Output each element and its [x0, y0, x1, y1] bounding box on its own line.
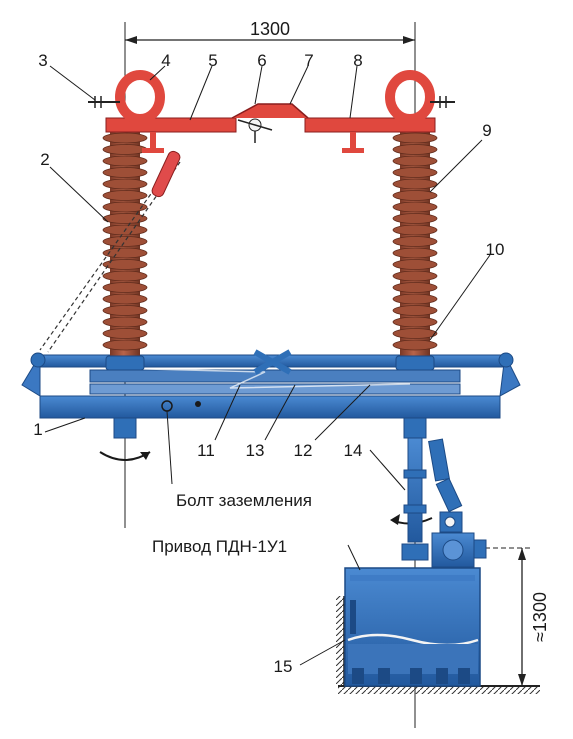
callout-12: 12 — [294, 441, 313, 460]
insulator-left — [102, 125, 148, 360]
grounding-blade — [39, 150, 181, 353]
callout-14: 14 — [344, 441, 363, 460]
insulator-right-shed — [392, 236, 438, 247]
insulator-right-shed — [392, 316, 438, 328]
callout-13: 13 — [246, 441, 265, 460]
callout-7: 7 — [304, 51, 313, 70]
rotation-arrow-left — [99, 451, 151, 461]
insulator-left-shed — [102, 247, 148, 259]
insulator-left-shed — [102, 282, 148, 293]
insulator-right-shed — [392, 167, 438, 178]
leader-lines — [44, 65, 491, 666]
insulator-right-shed — [392, 144, 438, 155]
insulator-left-shed — [102, 167, 148, 178]
insulator-right-shed — [392, 224, 438, 236]
insulator-right-shed — [392, 132, 438, 144]
dimension-top-label: 1300 — [250, 19, 290, 39]
callout-2: 2 — [40, 150, 49, 169]
insulator-left-shed — [102, 155, 148, 167]
right-dimension — [518, 548, 526, 686]
insulator-right-shed — [392, 201, 438, 213]
insulator-left-shed — [102, 293, 148, 305]
callout-4: 4 — [161, 51, 170, 70]
insulator-right-shed — [392, 282, 438, 293]
callout-15: 15 — [274, 657, 293, 676]
labels: 1300 ≈1300 1 2 3 4 5 6 7 8 9 10 11 13 12… — [33, 19, 550, 676]
insulator-right-shed — [392, 178, 438, 190]
callout-11: 11 — [197, 441, 215, 460]
callout-9: 9 — [482, 121, 491, 140]
drive-box — [344, 567, 481, 687]
insulator-left-shed — [102, 144, 148, 155]
drive-label: Привод ПДН-1У1 — [152, 537, 287, 556]
top-dimension — [125, 36, 415, 44]
callout-5: 5 — [208, 51, 217, 70]
insulator-right-shed — [392, 190, 438, 201]
insulator-left-shed — [102, 213, 148, 224]
insulator-right-shed — [392, 247, 438, 259]
insulator-right-shed — [392, 213, 438, 224]
insulator-left-shed — [102, 305, 148, 316]
insulator-left-shed — [102, 270, 148, 282]
callout-1: 1 — [33, 420, 42, 439]
callout-10: 10 — [486, 240, 505, 259]
insulator-right-shed — [392, 305, 438, 316]
dimension-right-label: ≈1300 — [530, 592, 550, 642]
insulator-left-shed — [102, 328, 148, 339]
insulator-right-shed — [392, 259, 438, 270]
callout-3: 3 — [38, 51, 47, 70]
drive-shaft — [401, 437, 487, 568]
insulator-left-shed — [102, 316, 148, 328]
insulator-left-shed — [102, 190, 148, 201]
callout-6: 6 — [257, 51, 266, 70]
insulator-right-shed — [392, 155, 438, 167]
conductors — [88, 70, 455, 153]
insulator-left-shed — [102, 236, 148, 247]
insulator-left-shed — [102, 178, 148, 190]
insulator-right-shed — [392, 293, 438, 305]
insulator-left-shed — [102, 132, 148, 144]
insulator-left-shed — [102, 339, 148, 351]
ground-bolt-label: Болт заземления — [176, 491, 312, 510]
insulator-right-shed — [392, 270, 438, 282]
insulator-left-shed — [102, 259, 148, 270]
insulator-left-shed — [102, 201, 148, 213]
insulator-right-shed — [392, 339, 438, 351]
base-frame — [21, 349, 521, 419]
insulator-right-shed — [392, 328, 438, 339]
insulator-right — [392, 125, 438, 360]
callout-8: 8 — [353, 51, 362, 70]
